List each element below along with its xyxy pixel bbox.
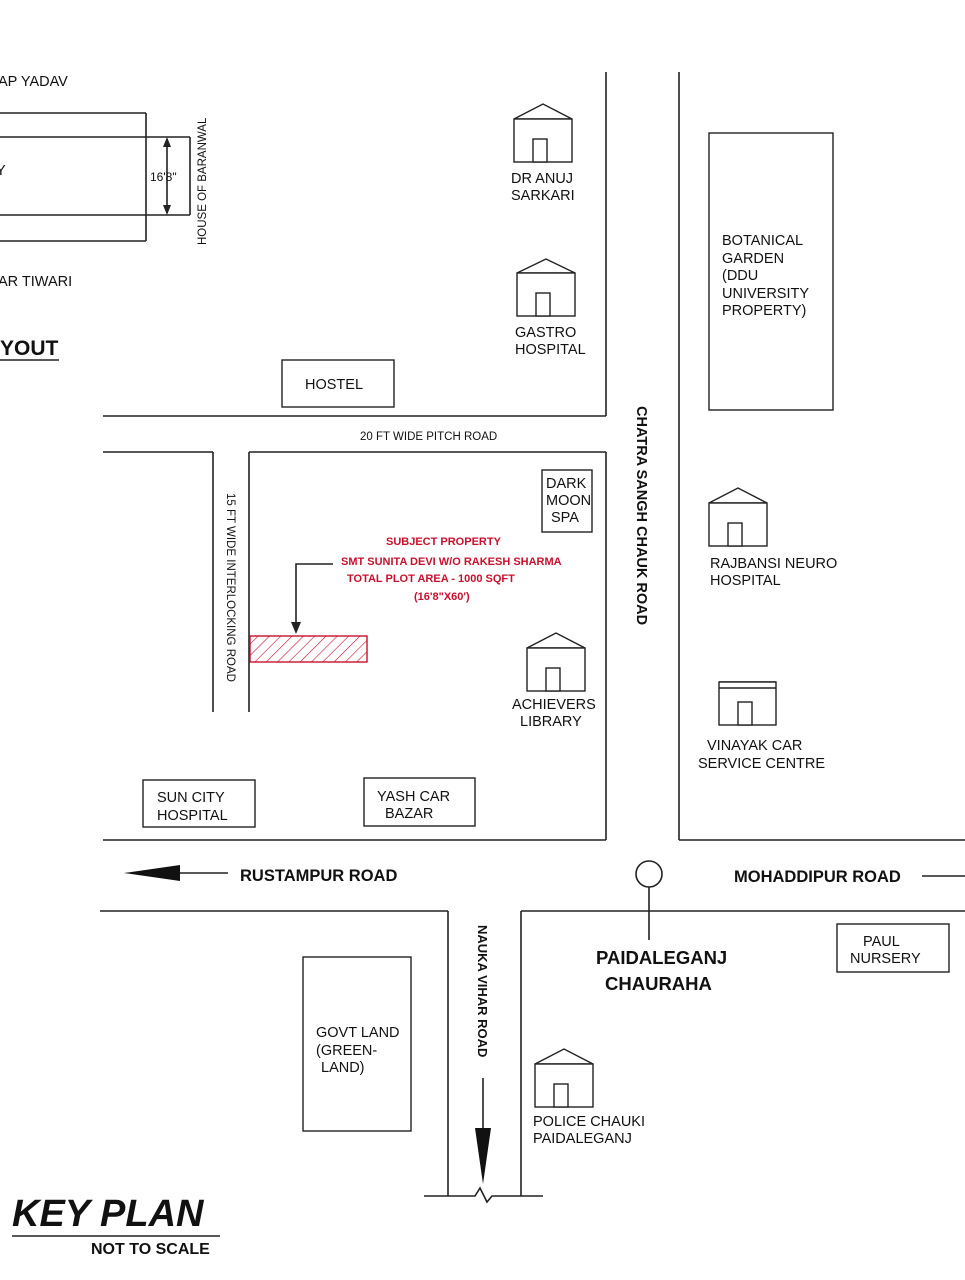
dr-anuj-line-1: DR ANUJ [511,171,573,187]
chauraha-line-2: CHAURAHA [605,973,712,994]
govt-land-box [302,956,412,1132]
gastro-line-2: HOSPITAL [515,342,586,358]
achievers-line-1: ACHIEVERS [512,697,596,713]
rustampur-arrow-head [124,865,180,881]
rajbansi-line-2: HOSPITAL [710,573,781,589]
yash-car-line-1: YASH CAR [377,789,450,805]
dimension-label: 16'8" [150,170,177,184]
neighbor-bottom-label: AR TIWARI [0,274,72,290]
pitch-road-label: 20 FT WIDE PITCH ROAD [360,431,497,443]
key-plan-title: KEY PLAN [12,1193,205,1235]
botanical-line-1: BOTANICAL [722,233,803,249]
nauka-vihar-road-label: NAUKA VIHAR ROAD [475,925,490,1057]
botanical-line-4: UNIVERSITY [722,286,809,302]
interlocking-road-label: 15 FT WIDE INTERLOCKING ROAD [224,493,236,682]
achievers-line-2: LIBRARY [520,714,582,730]
dark-moon-box [541,469,593,533]
subject-line-1: SUBJECT PROPERTY [386,536,502,548]
nauka-arrow-head [475,1128,491,1184]
house-icon [708,487,768,547]
sun-city-box [142,779,256,828]
dimension-arrow-down [163,205,171,215]
chauraha-line-1: PAIDALEGANJ [596,947,727,968]
botanical-garden-box [708,132,834,411]
rajbansi-line-1: RAJBANSI NEURO [710,556,837,572]
not-to-scale-label: NOT TO SCALE [91,1241,210,1258]
dark-moon-line-2: MOON [546,493,591,509]
subject-leader-line [295,563,333,626]
botanical-line-5: PROPERTY) [722,303,806,319]
subject-line-4: (16'8"X60') [414,591,470,603]
yash-car-line-2: BAZAR [385,806,433,822]
botanical-line-2: GARDEN [722,251,784,267]
layout-heading: YOUT [0,337,59,360]
layout-inset: AP YADAV 16'8" Y HOUSE OF BARANWAL AR TI… [0,74,209,361]
paul-nursery-box [836,923,950,973]
hostel-label: HOSTEL [305,377,363,393]
govt-land-line-1: GOVT LAND [316,1025,400,1041]
subject-property-plot [249,635,368,663]
dark-moon-line-3: SPA [551,510,579,526]
house-icon [516,258,576,317]
house-icon [718,681,777,726]
govt-land-line-2: (GREEN- [316,1043,377,1059]
gastro-line-1: GASTRO [515,325,576,341]
neighbor-top-label: AP YADAV [0,74,68,90]
subject-leader-arrow [291,622,301,634]
botanical-line-3: (DDU [722,268,758,284]
mohaddipur-road-label: MOHADDIPUR ROAD [734,868,901,886]
chauraha-marker-icon [635,860,663,888]
house-icon [526,632,586,692]
rustampur-road-label: RUSTAMPUR ROAD [240,867,397,885]
vinayak-line-1: VINAYAK CAR [707,738,802,754]
dark-moon-line-1: DARK [546,476,587,492]
police-line-1: POLICE CHAUKI [533,1114,645,1130]
chatra-road-label: CHATRA SANGH CHAUK ROAD [633,406,649,625]
subject-line-3: TOTAL PLOT AREA - 1000 SQFT [347,573,515,585]
hostel-box [281,359,395,408]
house-icon [534,1048,594,1108]
sun-city-line-2: HOSPITAL [157,808,228,824]
subject-line-2: SMT SUNITA DEVI W/O RAKESH SHARMA [341,556,562,568]
road-edges [100,72,965,1204]
vinayak-line-2: SERVICE CENTRE [698,756,825,772]
house-side-label: HOUSE OF BARANWAL [197,117,209,245]
paul-nursery-line-2: NURSERY [850,951,921,967]
police-line-2: PAIDALEGANJ [533,1131,632,1147]
govt-land-line-3: LAND) [321,1060,365,1076]
dimension-arrow-up [163,137,171,147]
paul-nursery-line-1: PAUL [863,934,900,950]
plot-letter: Y [0,163,6,179]
sun-city-line-1: SUN CITY [157,790,225,806]
yash-car-box [363,777,476,827]
dr-anuj-line-2: SARKARI [511,188,575,204]
house-icon [513,103,573,163]
